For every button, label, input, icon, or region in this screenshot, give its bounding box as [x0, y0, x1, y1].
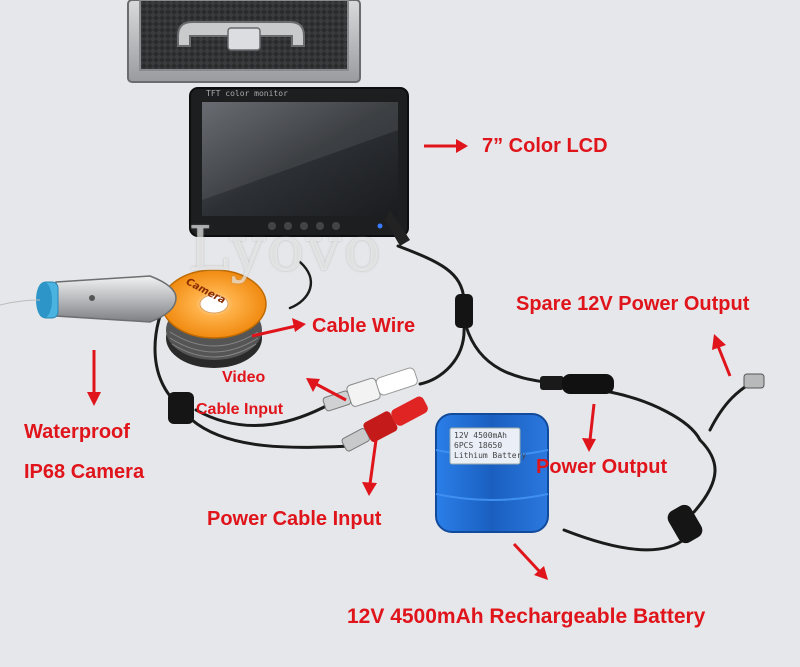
- rca-plugs: [322, 367, 428, 452]
- underwater-camera: [0, 275, 177, 323]
- label-spare-power-output: Spare 12V Power Output: [516, 293, 750, 315]
- arrow-power-cable: [362, 439, 378, 496]
- battery-sticker-line-3: Lithium Battery: [454, 451, 527, 460]
- arrow-lcd: [424, 139, 468, 153]
- battery-pack: [435, 413, 549, 533]
- arrow-cable-wire: [251, 318, 306, 338]
- label-power-output: Power Output: [536, 456, 668, 478]
- label-rechargeable-battery: 12V 4500mAh Rechargeable Battery: [347, 605, 706, 628]
- label-waterproof: Waterproof: [24, 421, 130, 443]
- label-power-cable-input: Power Cable Input: [207, 508, 382, 530]
- monitor-brand-text: TFT color monitor: [206, 89, 288, 98]
- label-color-lcd: 7” Color LCD: [482, 135, 608, 157]
- battery-sticker-line-1: 12V 4500mAh: [454, 431, 507, 440]
- battery-sticker-line-2: 6PCS 18650: [454, 441, 503, 450]
- arrow-camera: [87, 350, 101, 406]
- cables: [153, 244, 754, 552]
- label-video: Video: [222, 369, 266, 386]
- label-ip68-camera: IP68 Camera: [24, 461, 145, 483]
- arrow-power-output: [582, 403, 596, 452]
- cable-connectors: [168, 294, 765, 544]
- carrying-case: [127, 0, 361, 83]
- watermark-text: Lyovo: [188, 212, 383, 285]
- annotation-arrows: [87, 139, 732, 580]
- monitor-buttons: [268, 222, 383, 230]
- label-cable-input: Cable Input: [196, 401, 284, 418]
- arrow-video: [306, 378, 347, 402]
- label-cable-wire: Cable Wire: [312, 315, 416, 337]
- cable-spool: [161, 269, 267, 368]
- arrow-spare-power: [712, 334, 732, 377]
- arrow-battery: [512, 542, 548, 580]
- lcd-monitor: [189, 87, 410, 246]
